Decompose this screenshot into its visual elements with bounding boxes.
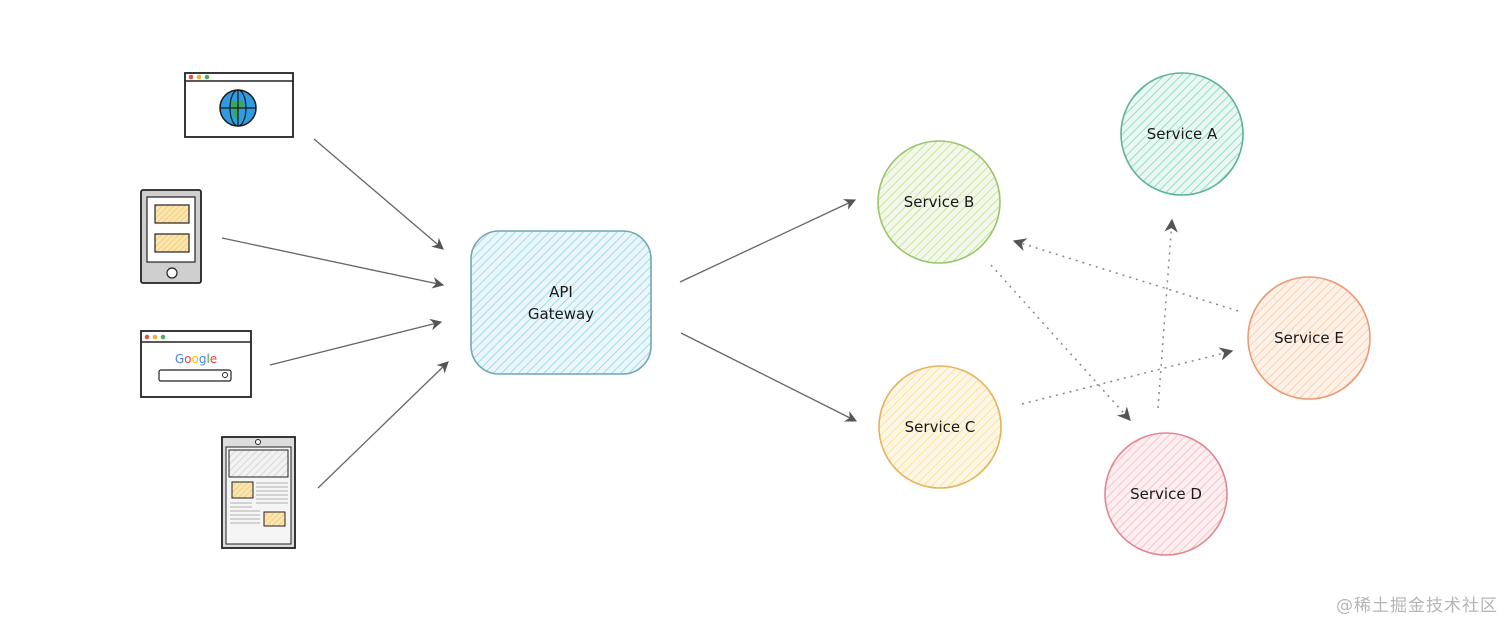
home-button-icon bbox=[166, 267, 178, 279]
client-mobile-phone[interactable] bbox=[140, 189, 202, 284]
service-d-label: Service D bbox=[1130, 485, 1202, 503]
gateway-label-line2: Gateway bbox=[528, 305, 594, 323]
search-input bbox=[158, 369, 232, 382]
service-b-label: Service B bbox=[904, 193, 975, 211]
service-a-label: Service A bbox=[1147, 125, 1218, 143]
service-arrows bbox=[990, 218, 1239, 422]
api-gateway-node[interactable]: API Gateway bbox=[470, 230, 652, 375]
client-search-browser[interactable]: Google bbox=[140, 330, 252, 398]
service-b-node[interactable]: Service B bbox=[877, 140, 1001, 264]
service-c-label: Service C bbox=[905, 418, 976, 436]
client-arrows bbox=[221, 138, 449, 489]
service-e-label: Service E bbox=[1274, 329, 1344, 347]
gateway-arrows bbox=[679, 199, 858, 422]
service-a-node[interactable]: Service A bbox=[1120, 72, 1244, 196]
google-logo: Google bbox=[175, 352, 217, 366]
gateway-label-line1: API bbox=[549, 283, 573, 301]
client-tablet-document[interactable] bbox=[221, 436, 296, 549]
watermark: @稀土掘金技术社区 bbox=[1336, 596, 1498, 616]
globe-icon bbox=[219, 89, 257, 127]
client-web-browser[interactable] bbox=[184, 72, 294, 138]
service-e-node[interactable]: Service E bbox=[1247, 276, 1371, 400]
service-c-node[interactable]: Service C bbox=[878, 365, 1002, 489]
service-d-node[interactable]: Service D bbox=[1104, 432, 1228, 556]
search-icon bbox=[222, 372, 228, 378]
